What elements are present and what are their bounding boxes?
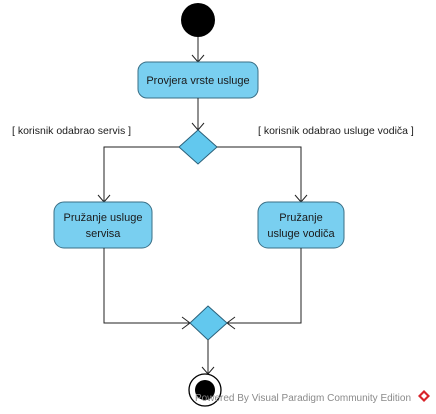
edge-initial-to-check bbox=[191, 37, 205, 63]
initial-node bbox=[181, 3, 215, 37]
edge-check-to-decision bbox=[191, 98, 205, 131]
guard-left-label: [ korisnik odabrao servis ] bbox=[12, 125, 131, 137]
edge-decision-to-service bbox=[97, 146, 179, 203]
action-label-line1: Pružanje usluge bbox=[64, 212, 143, 224]
edge-guide-to-merge bbox=[226, 248, 302, 330]
guard-right-label: [ korisnik odabrao usluge vodiča ] bbox=[258, 125, 414, 137]
watermark-text: Powered By Visual Paradigm Community Edi… bbox=[195, 393, 411, 404]
edge-merge-to-final bbox=[201, 340, 215, 375]
action-pruzanje-usluge-vodica[interactable]: Pružanje usluge vodiča bbox=[257, 201, 345, 249]
final-node bbox=[188, 373, 222, 407]
visual-paradigm-logo-icon bbox=[418, 390, 430, 402]
merge-node[interactable] bbox=[189, 305, 228, 341]
action-provjera-vrste-usluge[interactable]: Provjera vrste usluge bbox=[137, 61, 259, 99]
decision-node[interactable] bbox=[178, 129, 218, 165]
action-label-line1: Pružanje bbox=[279, 212, 322, 224]
action-label-line2: usluge vodiča bbox=[267, 228, 335, 240]
action-pruzanje-usluge-servisa[interactable]: Pružanje usluge servisa bbox=[53, 201, 153, 249]
action-label: Provjera vrste usluge bbox=[146, 75, 249, 87]
edge-service-to-merge bbox=[103, 248, 191, 330]
action-label-line2: servisa bbox=[86, 228, 122, 240]
edge-decision-to-guide bbox=[217, 146, 308, 203]
